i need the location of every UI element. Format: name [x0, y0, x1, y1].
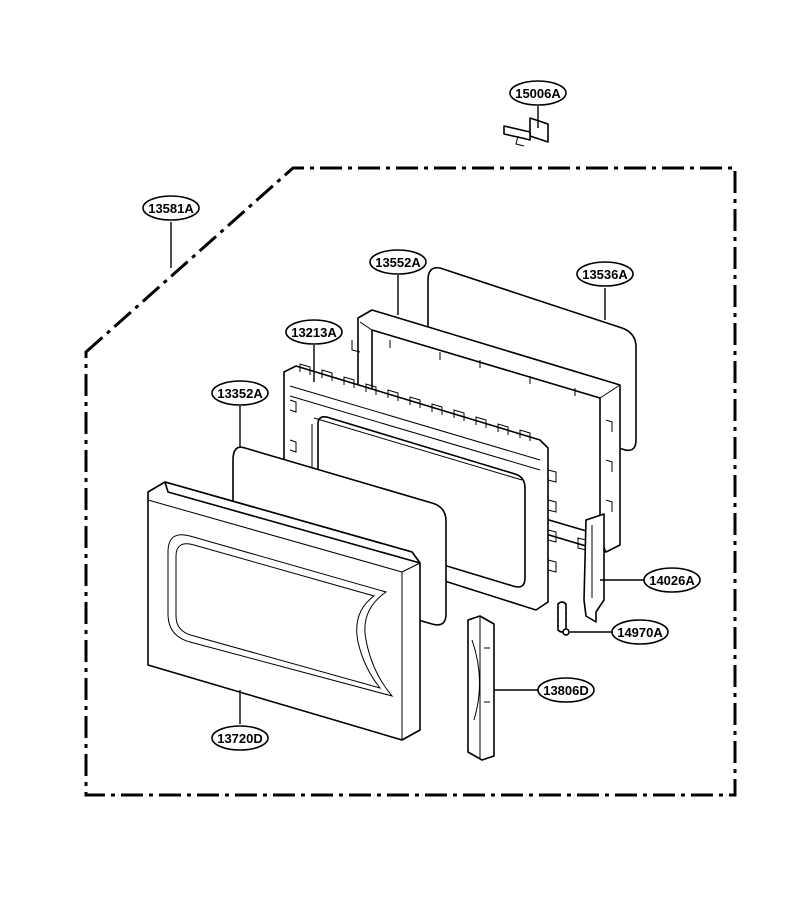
callout-15006A: 15006A	[509, 80, 567, 106]
callout-13352A: 13352A	[211, 380, 269, 406]
callout-13806D: 13806D	[537, 677, 595, 703]
callout-13720D: 13720D	[211, 725, 269, 751]
part-spring	[557, 601, 570, 636]
callout-label: 14970A	[617, 625, 663, 640]
callout-13536A: 13536A	[576, 261, 634, 287]
callout-label: 13552A	[375, 255, 421, 270]
callout-13581A: 13581A	[142, 195, 200, 221]
callout-label: 15006A	[515, 86, 561, 101]
part-latch-handle	[467, 615, 495, 761]
callout-label: 14026A	[649, 573, 695, 588]
callout-label: 13213A	[291, 325, 337, 340]
callout-13552A: 13552A	[369, 249, 427, 275]
callout-14026A: 14026A	[643, 567, 701, 593]
assembly-boundary	[84, 166, 737, 797]
leader-lines	[170, 106, 644, 724]
part-latch-lever	[577, 513, 605, 623]
callout-label: 13581A	[148, 201, 194, 216]
callout-label: 13720D	[217, 731, 263, 746]
part-bracket-15006A	[503, 117, 549, 147]
callout-label: 13806D	[543, 683, 589, 698]
callout-13213A: 13213A	[285, 319, 343, 345]
callout-label: 13352A	[217, 386, 263, 401]
part-door-cover	[147, 481, 421, 741]
callout-14970A: 14970A	[611, 619, 669, 645]
callout-label: 13536A	[582, 267, 628, 282]
